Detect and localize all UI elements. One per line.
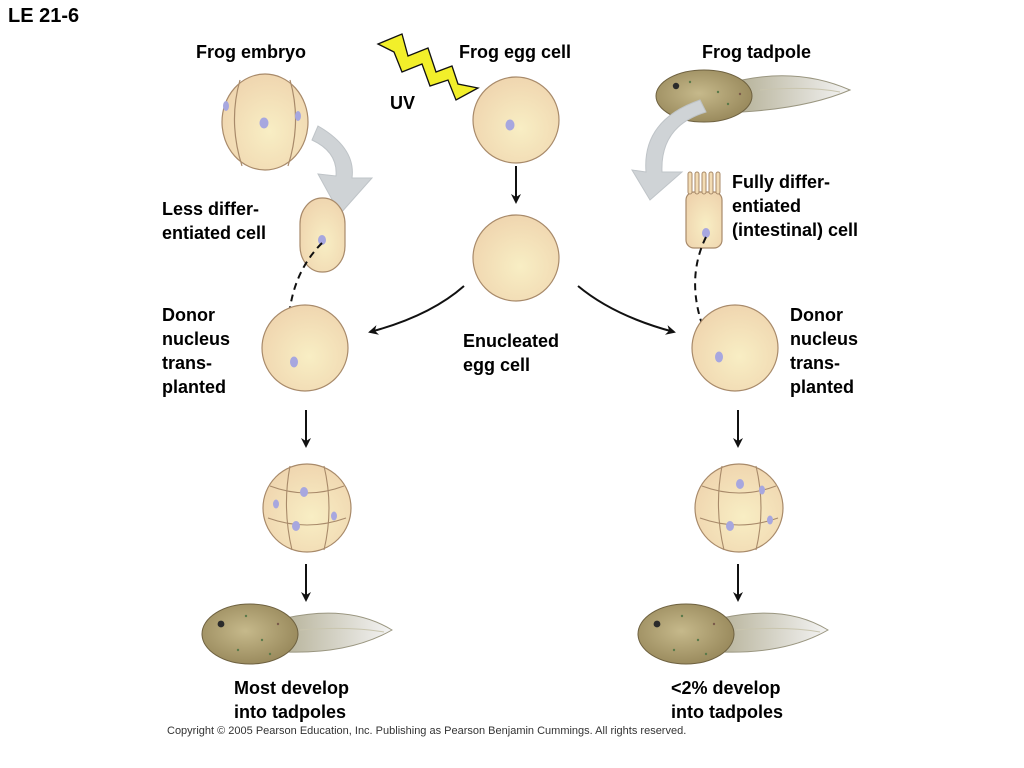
label-fully-differentiated-cell: Fully differ- entiated (intestinal) cell [732,172,859,240]
tadpole-right [637,603,829,665]
label-donor-right: Donor nucleus trans- planted [790,305,859,397]
label-donor-left: Donor nucleus trans- planted [162,305,231,397]
intestinal-cell [685,171,723,249]
label-frog-tadpole: Frog tadpole [702,42,811,62]
frog-egg-cell [472,76,560,164]
less-differentiated-cell [299,197,346,273]
label-frog-embryo: Frog embryo [196,42,307,62]
uv-lightning-icon [376,33,480,101]
label-uv: UV [390,93,416,113]
label-outcome-left: Most develop into tadpoles [234,678,350,722]
copyright-notice: Copyright © 2005 Pearson Education, Inc.… [167,725,687,737]
tadpole-left [201,603,393,665]
right-recipient-egg [691,304,779,392]
figure-id: LE 21-6 [8,5,80,27]
left-recipient-egg [261,304,349,392]
label-less-differentiated-cell: Less differ- entiated cell [162,199,267,243]
gray-curved-arrow-right [631,99,707,201]
arrow-to-right-recipient [577,285,676,335]
label-frog-egg-cell: Frog egg cell [459,42,572,62]
label-enucleated-egg-cell: Enucleated egg cell [463,331,560,375]
enucleated-egg-cell [472,214,560,302]
right-early-embryo [694,463,784,553]
left-early-embryo [262,463,352,553]
frog-embryo [221,73,309,171]
arrow-to-left-recipient [368,285,465,335]
label-outcome-right: <2% develop into tadpoles [671,678,783,722]
